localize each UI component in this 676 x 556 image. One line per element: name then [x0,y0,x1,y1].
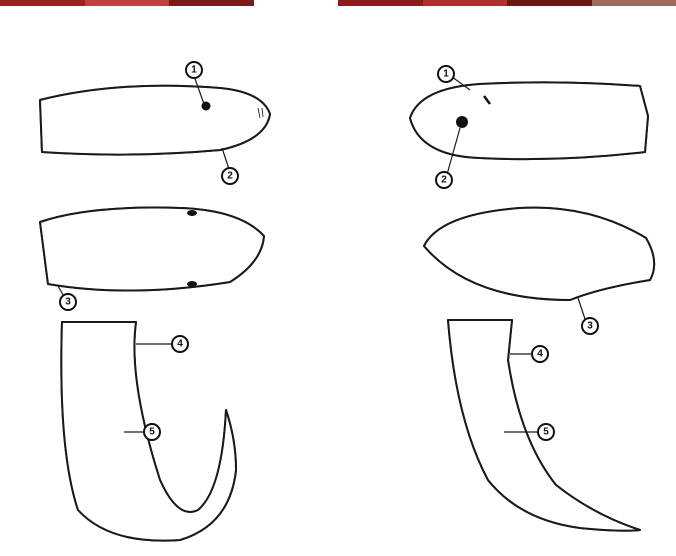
svg-text:5: 5 [149,427,155,438]
callout-5-right: 5 [538,424,554,440]
round-pupil-eye [202,102,211,111]
svg-text:2: 2 [227,171,233,182]
svg-text:1: 1 [191,65,197,76]
svg-text:3: 3 [587,321,593,332]
callout-5-left: 5 [144,424,160,440]
heat-sensing-pit [456,116,468,128]
callout-4-right: 4 [532,346,548,362]
callout-1-left: 1 [186,62,202,78]
svg-text:4: 4 [177,339,183,350]
svg-text:4: 4 [537,349,543,360]
svg-text:2: 2 [441,175,447,186]
callout-3-right: 3 [582,318,598,334]
venomous-head-top [420,200,664,310]
nonvenomous-head-side [40,80,280,160]
svg-text:1: 1 [443,69,449,80]
callout-3-left: 3 [60,294,76,310]
callout-2-right: 2 [436,172,452,188]
nonvenomous-head-top [36,200,272,300]
callout-4-left: 4 [172,336,188,352]
callout-1-right: 1 [438,66,454,82]
svg-text:3: 3 [65,297,71,308]
svg-text:5: 5 [543,427,549,438]
callout-2-left: 2 [222,168,238,184]
venomous-head-side [405,78,655,168]
